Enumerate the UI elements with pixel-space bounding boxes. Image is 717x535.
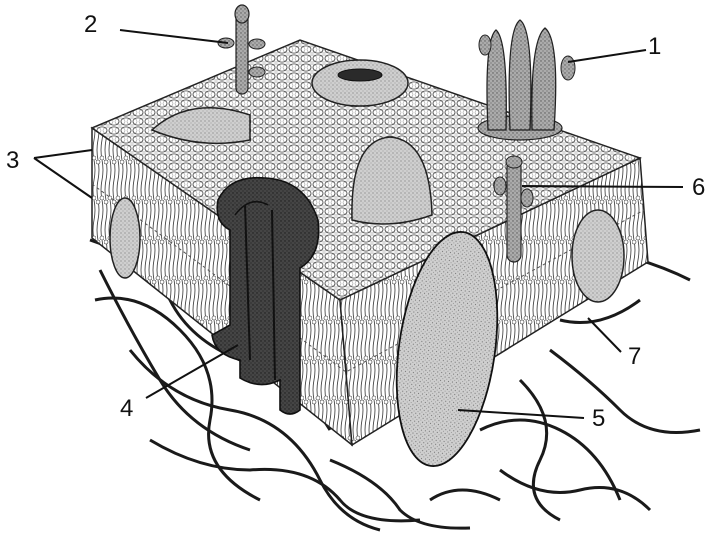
glycoprotein-cluster xyxy=(478,20,575,140)
label-1: 1 xyxy=(648,33,661,60)
label-2: 2 xyxy=(84,11,97,38)
label-6: 6 xyxy=(692,174,705,201)
pore-protein-ring xyxy=(312,60,408,106)
label-4: 4 xyxy=(120,395,133,422)
peripheral-protein-right xyxy=(572,210,624,302)
peripheral-protein-left xyxy=(110,198,140,278)
label-3: 3 xyxy=(6,147,19,174)
label-5: 5 xyxy=(592,405,605,432)
label-7: 7 xyxy=(628,343,641,370)
